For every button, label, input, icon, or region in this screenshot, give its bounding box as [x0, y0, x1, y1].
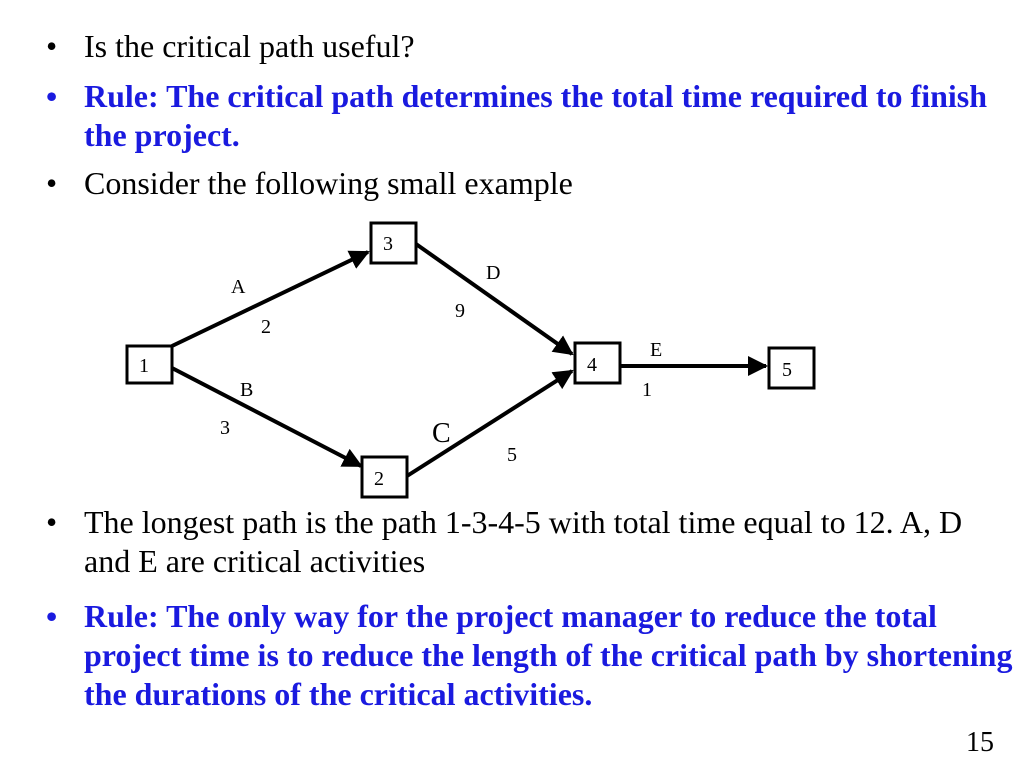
node-2: 2 — [360, 455, 409, 499]
activity-a-duration: 2 — [261, 316, 271, 338]
bullet-dot: • — [46, 504, 58, 540]
node-label: 2 — [374, 468, 384, 490]
bullet-text: The longest path is the path 1-3-4-5 wit… — [84, 504, 963, 579]
activity-e-name: E — [650, 339, 662, 361]
bullet-text: Is the critical path useful? — [84, 28, 415, 64]
arrow-activity-a — [171, 250, 370, 348]
node-4: 4 — [573, 341, 622, 385]
bullet-dot: • — [46, 165, 58, 201]
activity-e-duration: 1 — [642, 379, 652, 401]
activity-b-name: B — [240, 379, 253, 401]
arrow-activity-c — [405, 369, 574, 478]
activity-c-duration: 5 — [507, 444, 517, 466]
bullet-dot: • — [46, 598, 58, 634]
node-3: 3 — [369, 221, 418, 265]
activity-d-name: D — [486, 262, 500, 284]
bullet-dot: • — [46, 78, 58, 114]
bullet-text: Rule: The critical path determines the t… — [84, 78, 988, 153]
node-label: 5 — [782, 359, 792, 381]
bullet-text: Rule: The only way for the project manag… — [84, 598, 1013, 712]
node-label: 1 — [139, 355, 149, 377]
node-label: 3 — [383, 233, 393, 255]
node-1: 1 — [125, 344, 174, 385]
activity-c-name: C — [432, 418, 451, 449]
arrow-activity-d — [414, 242, 574, 356]
bullet-critical-path-question: • Is the critical path useful? — [46, 27, 1006, 66]
bullet-rule-total-time: • Rule: The critical path determines the… — [46, 77, 1006, 155]
bullet-dot: • — [46, 28, 58, 64]
activity-b-duration: 3 — [220, 417, 230, 439]
bullet-longest-path: • The longest path is the path 1-3-4-5 w… — [46, 503, 1006, 581]
bullet-small-example: • Consider the following small example — [46, 164, 1006, 203]
activity-d-duration: 9 — [455, 300, 465, 322]
node-label: 4 — [587, 354, 597, 376]
activity-a-name: A — [231, 276, 246, 298]
slide-number: 15 — [966, 727, 994, 758]
arrow-activity-b — [171, 366, 363, 468]
node-5: 5 — [767, 346, 816, 390]
bullet-text: Consider the following small example — [84, 165, 573, 201]
bullet-rule-reduce-time: • Rule: The only way for the project man… — [46, 597, 1021, 714]
